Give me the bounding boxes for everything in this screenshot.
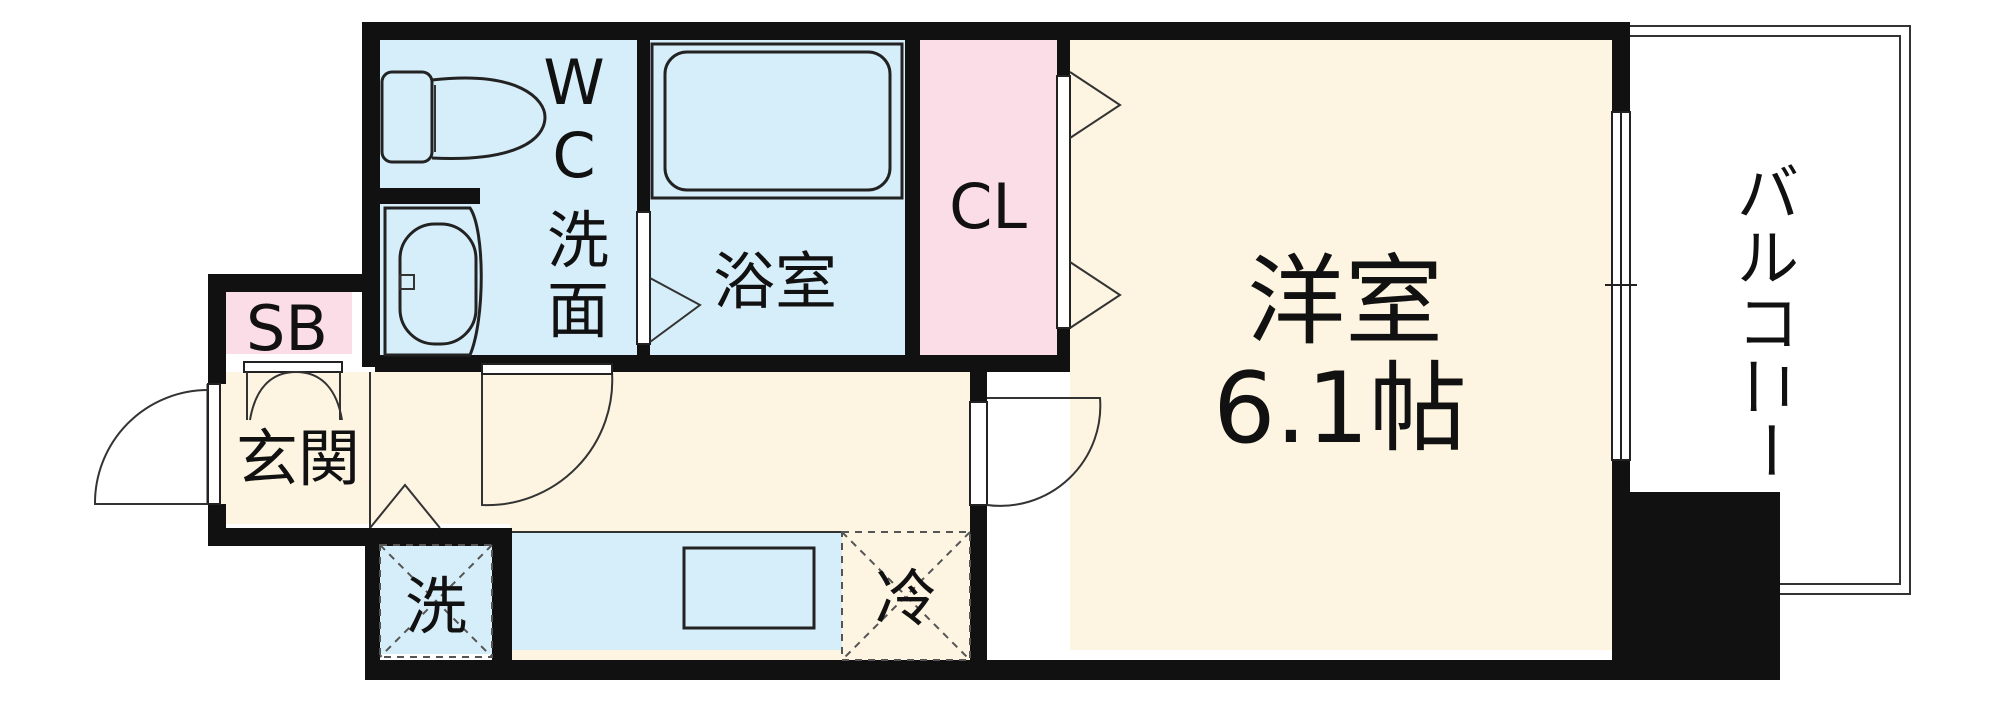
doors [93,71,1122,529]
entrance-label: 玄関 [236,422,360,495]
main-room-floor [1070,40,1625,650]
balcony-char-1: バ [1737,157,1799,230]
bath-floor [650,40,905,360]
balcony-char-5: ー [1733,419,1806,481]
balcony-char-4: ニ [1732,356,1805,418]
washbasin-fixture [383,206,483,357]
wc-label-c: C [552,119,595,192]
hallway-floor [220,372,985,524]
kitchen-details [379,531,971,661]
kitchen-counter [512,532,842,650]
main-room-size: 6.1帖 [1213,352,1467,466]
shoebox-floor [220,292,352,354]
fridge-label: 冷 [875,562,937,635]
toilet-fixture [380,70,547,164]
washer-space [380,538,492,654]
washroom-label-2: 面 [547,274,609,347]
balcony-rail [1630,25,1911,595]
washroom-label-1: 洗 [547,204,609,277]
balcony-char-2: ル [1737,222,1799,295]
windows [1605,111,1637,461]
balcony-char-3: コ [1737,287,1799,360]
shoebox-label: SB [246,292,328,365]
main-room-label: 洋室 [1247,245,1443,359]
closet-label: CL [949,170,1027,243]
bathtub-fixture [650,42,904,200]
bath-label: 浴室 [713,245,837,318]
washer-label: 洗 [405,570,467,643]
balcony-label: バ ル コ ニ ー [1732,157,1806,481]
closet-floor [920,40,1070,360]
wc-label-w: W [543,46,604,119]
